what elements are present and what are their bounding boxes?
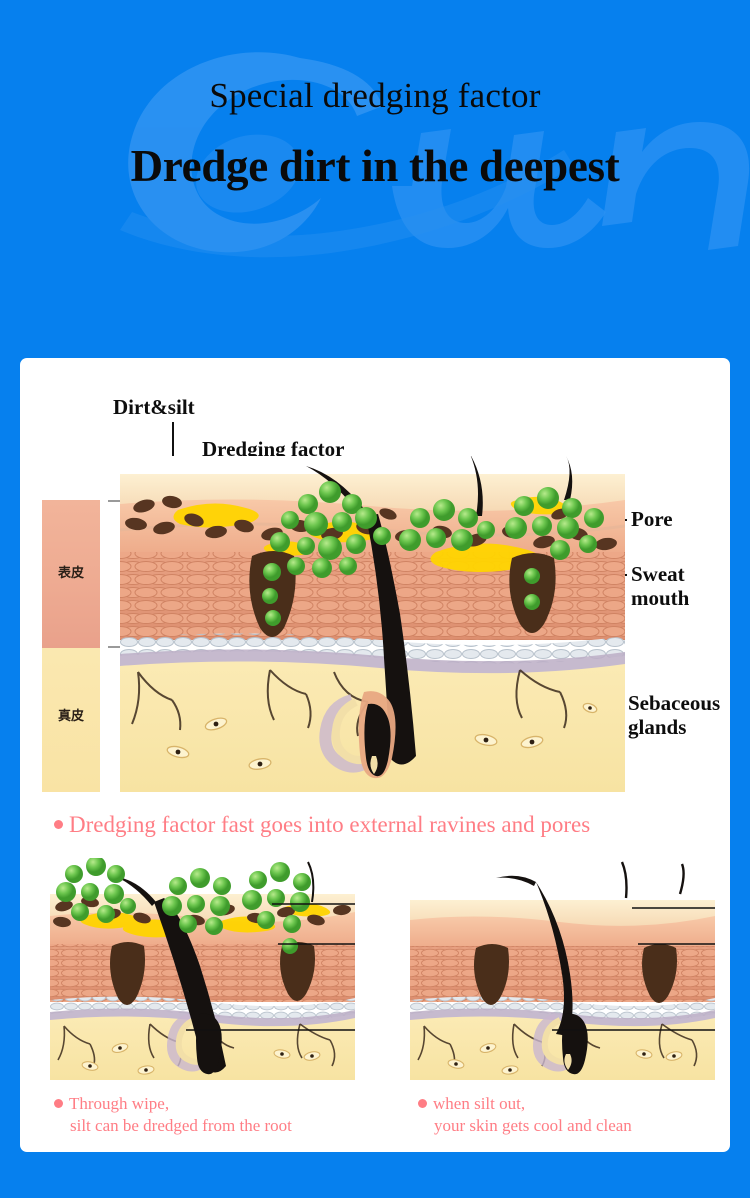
- caption-before-wipe-line1: Through wipe,: [69, 1094, 170, 1113]
- skin-diagram-before-wipe: [50, 858, 355, 1080]
- leader-line-dirt-silt: [172, 422, 174, 468]
- label-sweat-mouth: Sweat mouth: [631, 562, 730, 610]
- label-pore: Pore: [631, 507, 673, 531]
- bullet-icon: [418, 1098, 427, 1108]
- legend-label-dermis: 真皮: [57, 709, 84, 724]
- caption-after-clean-line2: your skin gets cool and clean: [434, 1116, 632, 1136]
- caption-after-clean-line1: when silt out,: [433, 1094, 526, 1113]
- label-sweat-mouth-line2: mouth: [631, 585, 690, 610]
- label-dredging-factor: Dredging factor: [202, 437, 345, 461]
- label-sweat-mouth-line1: Sweat: [631, 562, 685, 586]
- bracket-tick-middle: [108, 646, 130, 648]
- legend-swatch-dermis: [42, 648, 100, 792]
- label-sebaceous-line1: Sebaceous: [628, 691, 721, 715]
- label-sebaceous-line2: glands: [628, 714, 687, 739]
- label-dirt-silt: Dirt&silt: [113, 395, 195, 419]
- caption-main-text: Dredging factor fast goes into external …: [69, 812, 591, 837]
- caption-after-clean: when silt out, your skin gets cool and c…: [418, 1093, 632, 1138]
- label-sebaceous-glands: Sebaceous glands: [628, 691, 730, 739]
- page-title: Dredge dirt in the deepest: [130, 141, 620, 191]
- bullet-icon: [54, 820, 63, 830]
- legend-label-epidermis: 表皮: [57, 566, 84, 581]
- caption-before-wipe: Through wipe, silt can be dredged from t…: [54, 1093, 292, 1138]
- caption-before-wipe-line2: silt can be dredged from the root: [70, 1116, 292, 1136]
- bracket-tick-top: [108, 500, 130, 502]
- legend-swatch-epidermis: [42, 500, 100, 648]
- bullet-icon: [54, 1098, 63, 1108]
- skin-diagram-main: [120, 456, 625, 792]
- caption-main: Dredging factor fast goes into external …: [54, 810, 590, 840]
- skin-layer-legend: 表皮 真皮: [42, 500, 100, 792]
- header-subtitle: Special dredging factor: [209, 76, 541, 115]
- skin-diagram-after-clean: [410, 858, 715, 1080]
- page-header: Special dredging factor Dredge dirt in t…: [0, 0, 750, 358]
- content-card: Dirt&silt Dredging factor Pore Sweat mou…: [20, 358, 730, 1152]
